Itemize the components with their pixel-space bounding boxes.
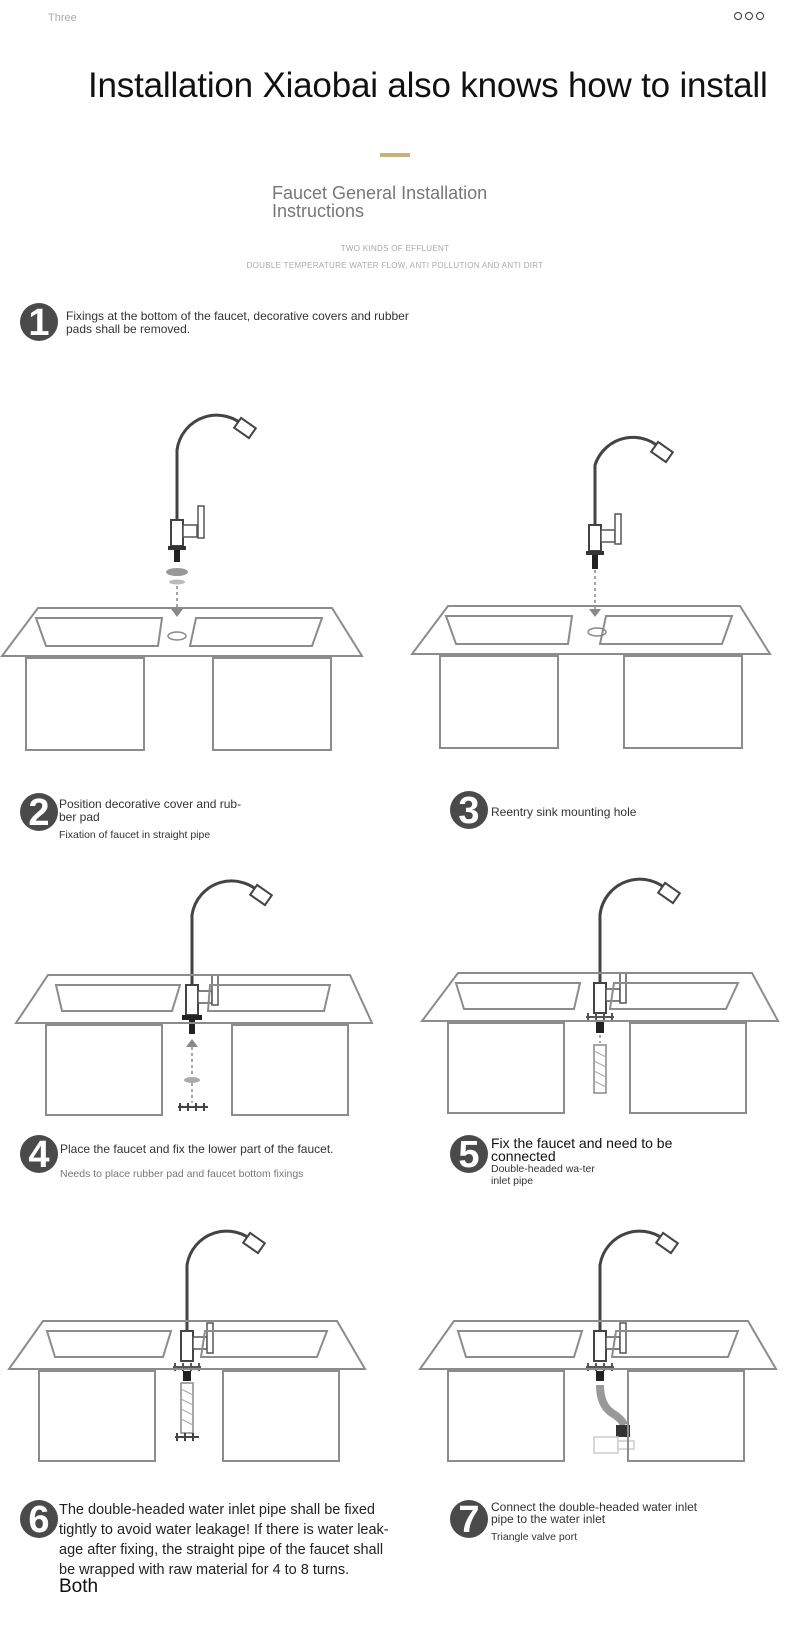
step-2-badge: 2 [20, 793, 58, 831]
title-divider [380, 153, 410, 157]
step-5-badge: 5 [450, 1135, 488, 1173]
step-3-text: Reentry sink mounting hole [491, 805, 637, 819]
step-1-text: Fixings at the bottom of the faucet, dec… [66, 309, 409, 336]
step-3-badge: 3 [450, 791, 488, 829]
step-7-badge: 7 [450, 1500, 488, 1538]
section-subtitle: Faucet General Installation Instructions [272, 183, 488, 221]
step-2-text: Position decorative cover and rub-ber pa… [59, 797, 242, 824]
illustration-step-6 [418, 1229, 778, 1462]
step-4-badge: 4 [20, 1135, 58, 1173]
step-7-note: Triangle valve port [491, 1531, 577, 1543]
step-4-note: Needs to place rubber pad and faucet bot… [60, 1168, 304, 1180]
illustration-step-3 [14, 879, 374, 1116]
step-2-note: Fixation of faucet in straight pipe [59, 829, 211, 841]
step-5-text: Fix the faucet and need to be connected [491, 1135, 673, 1164]
illustration-step-1 [0, 413, 364, 751]
caption-line-2: DOUBLE TEMPERATURE WATER FLOW, ANTI POLL… [246, 261, 544, 270]
step-7-text: Connect the double-headed water inlet pi… [491, 1500, 698, 1526]
step-4-text: Place the faucet and fix the lower part … [60, 1142, 334, 1156]
top-label: Three [48, 12, 77, 24]
more-options-icon[interactable] [734, 12, 764, 20]
page-title: Installation Xiaobai also knows how to i… [88, 66, 768, 105]
step-6-note: Both [59, 1576, 99, 1597]
step-1-badge: 1 [20, 303, 58, 341]
step-6-badge: 6 [20, 1500, 58, 1538]
illustration-step-5 [7, 1229, 367, 1462]
step-5-note: Double-headed wa-ter inlet pipe [491, 1163, 595, 1187]
illustration-step-2 [410, 435, 772, 749]
illustration-step-4 [420, 877, 780, 1114]
step-6-text: The double-headed water inlet pipe shall… [59, 1502, 389, 1578]
caption-line-1: TWO KINDS OF EFFLUENT [340, 244, 450, 253]
